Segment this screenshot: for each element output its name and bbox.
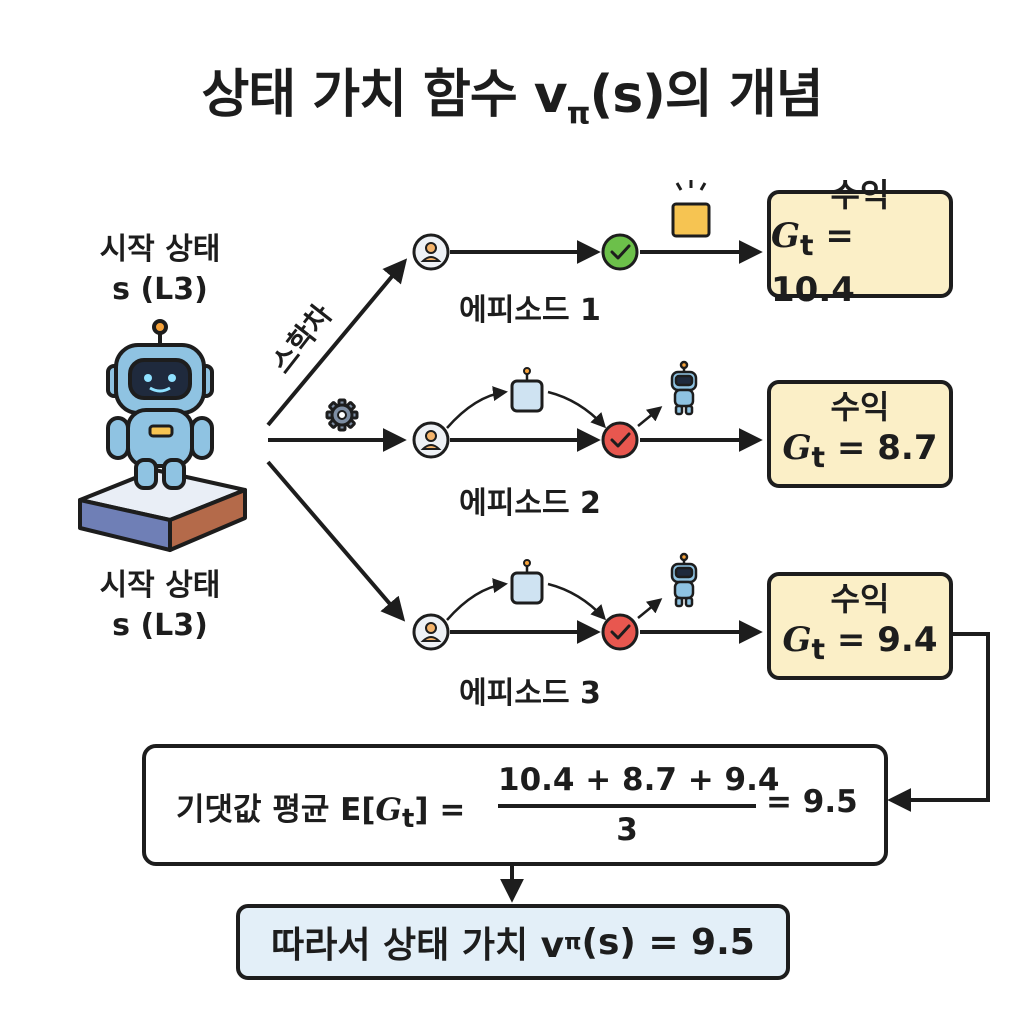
return-box-3: 수익 Gt = 9.4 xyxy=(767,572,953,680)
fraction-bar xyxy=(498,804,756,808)
start-state-label-top: 시작 상태 s (L3) xyxy=(40,230,280,310)
return-label-2: 수익 xyxy=(830,388,890,427)
episode-label-3: 에피소드 3 xyxy=(459,676,601,711)
state-box-icon xyxy=(510,367,544,413)
return-var-3: G xyxy=(782,620,812,661)
person-icon xyxy=(412,233,450,271)
robot-icon xyxy=(670,552,698,608)
formula-sub: t xyxy=(402,804,415,835)
detour-arrow xyxy=(547,582,607,621)
start-state-top-line1: 시작 상태 xyxy=(99,232,221,267)
title-subscript: π xyxy=(566,96,591,132)
formula-denominator: 3 xyxy=(616,812,638,848)
return-sub-2: t xyxy=(811,440,826,474)
start-state-top-line2: s (L3) xyxy=(112,272,208,307)
formula-numerator: 10.4 + 8.7 + 9.4 xyxy=(498,762,780,798)
return-label-1: 수익 xyxy=(830,176,890,215)
conclusion-suffix: (s) = 9.5 xyxy=(581,921,755,963)
page-title: 상태 가치 함수 vπ(s)의 개념 xyxy=(0,52,1024,131)
reward-box-icon xyxy=(671,180,711,238)
state-box-icon xyxy=(510,559,544,605)
formula-prefix: 기댓값 평균 E[Gt] = xyxy=(176,784,465,834)
branch-arrow-1 xyxy=(266,258,408,427)
detour-arrow xyxy=(446,578,508,621)
check-icon xyxy=(601,233,639,271)
start-state-bottom-line1: 시작 상태 xyxy=(99,568,221,603)
start-state-bottom-line2: s (L3) xyxy=(112,608,208,643)
detour-arrow xyxy=(637,598,663,619)
return-sub-3: t xyxy=(811,632,826,666)
person-icon xyxy=(412,421,450,459)
return-box-1: 수익 Gt = 10.4 xyxy=(767,176,953,310)
detour-arrow xyxy=(637,406,663,427)
return-var-2: G xyxy=(782,428,812,469)
formula-prefix-text: 기댓값 평균 E[ xyxy=(176,792,376,828)
return-eq-1: = 10.4 xyxy=(771,216,855,310)
detour-arrow xyxy=(446,386,508,429)
branch-arrow-3 xyxy=(266,460,406,622)
return-label-3: 수익 xyxy=(830,580,890,619)
episode-label-2: 에피소드 2 xyxy=(459,486,601,521)
sum-connector-arrow xyxy=(887,632,990,812)
return-var-1: G xyxy=(771,216,801,257)
detour-arrow xyxy=(547,390,607,429)
start-state-label-bottom: 시작 상태 s (L3) xyxy=(40,566,280,646)
conclusion-sub: π xyxy=(564,929,582,955)
return-value-3: Gt = 9.4 xyxy=(783,618,938,672)
return-value-2: Gt = 8.7 xyxy=(783,426,938,480)
gear-icon xyxy=(325,398,359,432)
expected-value-box: 기댓값 평균 E[Gt] = 10.4 + 8.7 + 9.4 3 = 9.5 xyxy=(142,744,888,866)
title-text: 상태 가치 함수 v xyxy=(201,65,567,125)
formula-var: G xyxy=(375,792,403,828)
check-icon xyxy=(601,421,639,459)
formula-close: ] = xyxy=(414,792,466,828)
robot-icon xyxy=(670,360,698,416)
return-value-1: Gt = 10.4 xyxy=(771,214,949,312)
return-eq-2: = 8.7 xyxy=(825,428,938,469)
conclusion-prefix: 따라서 상태 가치 v xyxy=(271,925,565,966)
robot-icon xyxy=(106,319,214,490)
episode-label-1: 에피소드 1 xyxy=(459,293,601,328)
return-box-2: 수익 Gt = 8.7 xyxy=(767,380,953,488)
person-icon xyxy=(412,613,450,651)
platform-icon xyxy=(78,468,247,552)
return-sub-1: t xyxy=(800,228,814,262)
formula-result: = 9.5 xyxy=(766,784,858,820)
return-eq-3: = 9.4 xyxy=(825,620,938,661)
title-tail: (s)의 개념 xyxy=(589,65,823,125)
check-icon xyxy=(601,613,639,651)
